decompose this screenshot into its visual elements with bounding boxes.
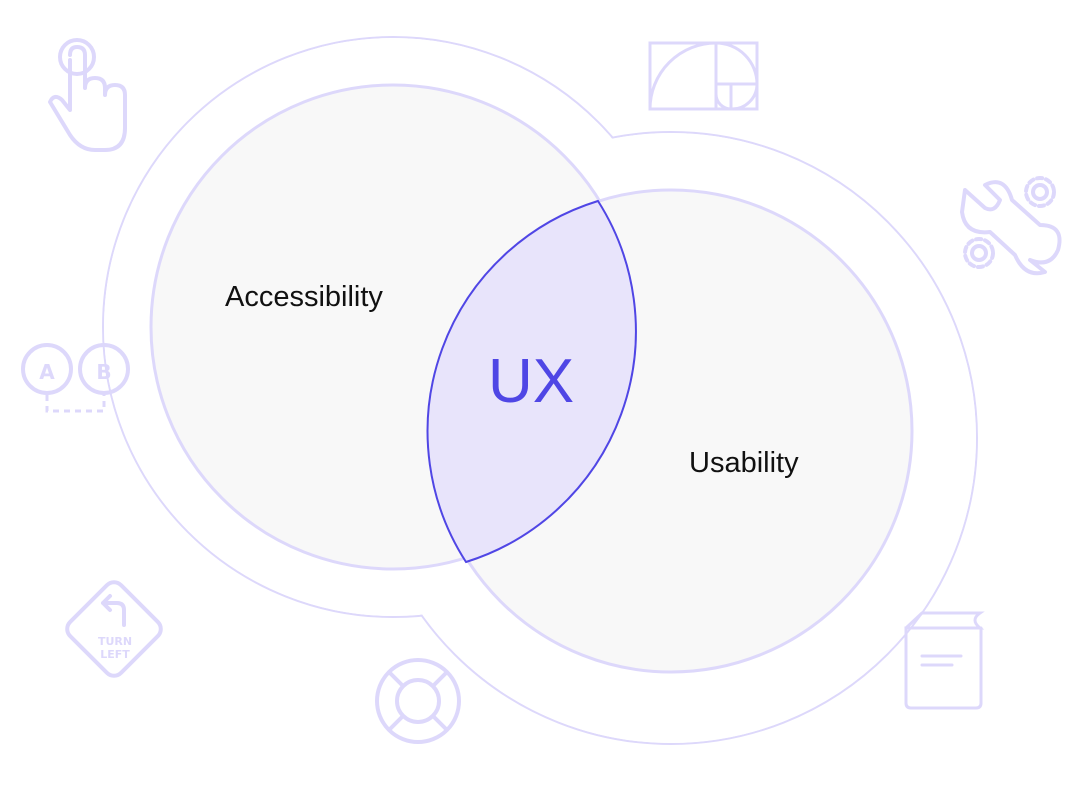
book-icon xyxy=(904,611,985,710)
turn-left-sign-icon: TURN LEFT xyxy=(65,580,163,678)
golden-ratio-icon xyxy=(648,41,759,111)
ab-label-b: B xyxy=(96,360,111,384)
tools-gears-icon xyxy=(960,176,1062,276)
accessibility-label: Accessibility xyxy=(225,281,383,313)
ux-intersection xyxy=(426,199,637,564)
hand-pointer-icon xyxy=(48,38,127,152)
usability-label: Usability xyxy=(689,447,799,479)
ux-label: UX xyxy=(488,347,575,416)
sign-text-left: LEFT xyxy=(100,648,130,661)
ab-label-a: A xyxy=(39,360,55,384)
lifebuoy-icon xyxy=(375,658,461,744)
sign-text-turn: TURN xyxy=(98,635,132,648)
ab-test-icon: A B xyxy=(21,343,130,413)
